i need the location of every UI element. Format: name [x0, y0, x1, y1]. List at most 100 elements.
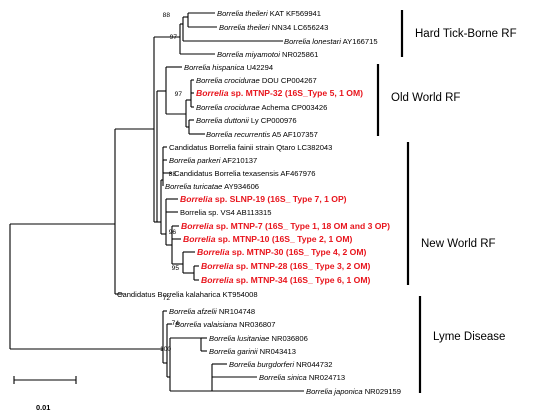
clade-label: Old World RF: [391, 92, 460, 104]
strain-accession: NR025861: [280, 50, 318, 59]
bootstrap-value: 97: [170, 34, 178, 41]
strain-accession: NR024713: [307, 373, 345, 382]
strain-accession: MTNP-32 (16S_Type 5, 1 OM): [243, 88, 363, 98]
strain-accession: DOU CP004267: [260, 76, 317, 85]
genus-name: Borrelia: [206, 130, 234, 139]
taxon-label: Borrelia lusitaniae NR036806: [209, 334, 308, 343]
genus-name: Borrelia: [201, 261, 236, 271]
strain-accession: MTNP-10 (16S_ Type 2, 1 OM): [230, 234, 352, 244]
taxon-label: Borrelia sp. VS4 AB113315: [180, 208, 271, 217]
species-name: sp.: [232, 247, 244, 257]
taxon-label: Borrelia theileri NN34 LC656243: [219, 23, 328, 32]
species-name: theileri: [245, 9, 268, 18]
bootstrap-value: 96: [169, 229, 177, 236]
strain-accession: A5 AF107357: [270, 130, 318, 139]
species-name: sp.: [215, 194, 227, 204]
highlighted-taxon-label: Borrelia sp. MTNP-30 (16S_ Type 4, 2 OM): [197, 247, 367, 257]
strain-accession: MTNP-7 (16S_ Type 1, 18 OM and 3 OP): [228, 221, 390, 231]
genus-name: Borrelia: [284, 37, 312, 46]
genus-name: Borrelia: [196, 76, 224, 85]
taxon-label: Borrelia duttonii Ly CP000976: [196, 116, 297, 125]
tree-branches: [9, 12, 304, 392]
taxon-label: Borrelia afzelii NR104748: [169, 307, 255, 316]
genus-name: Borrelia: [209, 347, 237, 356]
strain-accession: Achema CP003426: [260, 103, 328, 112]
bootstrap-value: 97: [175, 91, 183, 98]
strain-accession: NN34 LC656243: [270, 23, 329, 32]
genus-name: Borrelia: [196, 88, 231, 98]
bootstrap-value: 88: [169, 171, 177, 178]
taxon-label: Borrelia garinii NR043413: [209, 347, 296, 356]
genus-name: Borrelia: [209, 334, 237, 343]
species-name: theileri: [247, 23, 270, 32]
taxon-label: Borrelia theileri KAT KF569941: [217, 9, 321, 18]
strain-accession: AY934606: [222, 182, 259, 191]
strain-accession: NR104748: [217, 307, 255, 316]
species-name: turicatae: [193, 182, 222, 191]
species-name: japonica: [333, 387, 362, 396]
species-name: crocidurae: [224, 76, 259, 85]
species-name: valaisiana: [203, 320, 237, 329]
strain-accession: Ly CP000976: [249, 116, 297, 125]
clade-label: Lyme Disease: [433, 331, 505, 343]
species-name: recurrentis: [234, 130, 270, 139]
genus-name: Borrelia: [259, 373, 287, 382]
clade-label: New World RF: [421, 238, 496, 250]
strain-accession: MTNP-30 (16S_ Type 4, 2 OM): [244, 247, 366, 257]
genus-name: Borrelia: [181, 221, 216, 231]
species-name: sp.: [216, 221, 228, 231]
bootstrap-value: 100: [160, 346, 171, 353]
taxon-label: Borrelia burgdorferi NR044732: [229, 360, 332, 369]
genus-name: Borrelia: [196, 103, 224, 112]
taxon-label: Borrelia recurrentis A5 AF107357: [206, 130, 318, 139]
taxon-label: Borrelia parkeri AF210137: [169, 156, 257, 165]
species-name: garinii: [237, 347, 258, 356]
species-name: sp.: [236, 261, 248, 271]
species-name: hispanica: [212, 63, 244, 72]
species-name: sp.: [236, 275, 248, 285]
genus-name: Borrelia: [201, 275, 236, 285]
genus-name: Borrelia: [183, 234, 218, 244]
genus-name: Borrelia: [165, 182, 193, 191]
genus-name: Borrelia: [217, 50, 245, 59]
highlighted-taxon-label: Borrelia sp. MTNP-28 (16S_ Type 3, 2 OM): [201, 261, 371, 271]
bootstrap-value: 88: [163, 12, 171, 19]
bootstrap-value: 72: [163, 295, 171, 302]
strain-accession: KAT KF569941: [268, 9, 321, 18]
bootstrap-value: 95: [172, 265, 180, 272]
taxon-label: Borrelia japonica NR029159: [306, 387, 401, 396]
taxon-label: Candidatus Borrelia kalaharica KT954008: [117, 290, 258, 299]
species-name: afzelii: [197, 307, 217, 316]
strain-accession: U42294: [244, 63, 273, 72]
bootstrap-value: 74: [172, 320, 180, 327]
species-name: sp.: [218, 234, 230, 244]
taxon-label: Borrelia valaisiana NR036807: [175, 320, 275, 329]
highlighted-taxon-label: Borrelia sp. MTNP-10 (16S_ Type 2, 1 OM): [183, 234, 353, 244]
strain-accession: NR044732: [294, 360, 332, 369]
species-name: miyamotoi: [245, 50, 280, 59]
species-name: burgdorferi: [257, 360, 294, 369]
strain-accession: NR036807: [237, 320, 275, 329]
strain-accession: NR036806: [269, 334, 307, 343]
genus-name: Borrelia: [219, 23, 247, 32]
genus-name: Borrelia: [175, 320, 203, 329]
species-name: duttonii: [224, 116, 249, 125]
scale-bar-label: 0.01: [36, 403, 50, 412]
species-name: sp.: [231, 88, 243, 98]
species-name: lusitaniae: [237, 334, 269, 343]
genus-name: Borrelia: [180, 194, 215, 204]
strain-accession: AF210137: [221, 156, 258, 165]
species-name: parkeri: [196, 156, 221, 165]
taxon-label: Candidatus Borrelia texasensis AF467976: [174, 169, 315, 178]
highlighted-taxon-label: Borrelia sp. MTNP-34 (16S_ Type 6, 1 OM): [201, 275, 371, 285]
strain-accession: MTNP-28 (16S_ Type 3, 2 OM): [248, 261, 370, 271]
genus-name: Borrelia: [196, 116, 224, 125]
strain-accession: MTNP-34 (16S_ Type 6, 1 OM): [248, 275, 370, 285]
genus-name: Borrelia: [229, 360, 257, 369]
species-name: lonestari: [312, 37, 341, 46]
genus-name: Borrelia: [169, 307, 197, 316]
taxon-label: Borrelia lonestari AY166715: [284, 37, 378, 46]
